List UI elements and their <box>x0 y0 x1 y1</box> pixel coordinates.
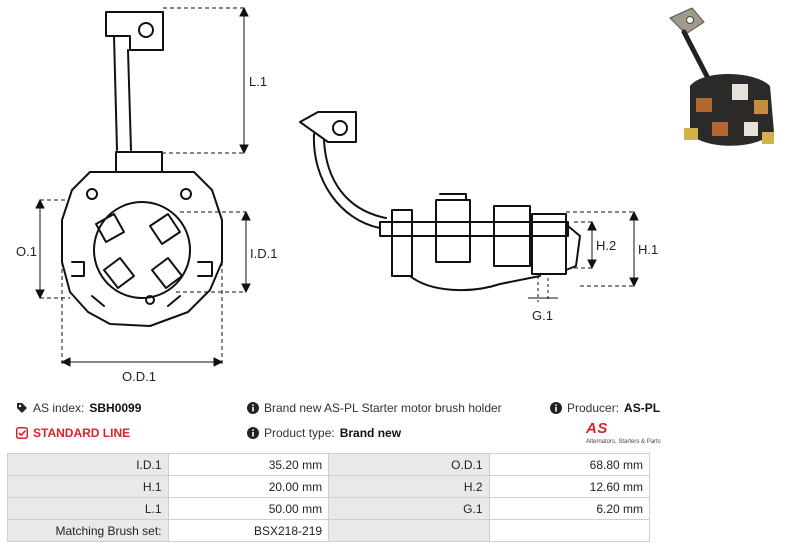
producer: Producer: AS-PL <box>550 401 660 415</box>
spec-key: I.D.1 <box>7 453 169 476</box>
info-icon <box>550 402 562 414</box>
spec-key: Matching Brush set: <box>7 519 169 542</box>
info-icon <box>247 427 259 439</box>
as-index-value: SBH0099 <box>89 401 142 415</box>
table-row: I.D.1 35.20 mm O.D.1 68.80 mm <box>7 453 651 476</box>
spec-value: 35.20 mm <box>167 453 330 476</box>
product-type-value: Brand new <box>339 426 402 440</box>
logo-mark: AS <box>586 420 608 437</box>
product-photo <box>669 7 774 146</box>
as-pl-logo: AS Alternators, Starters & Parts <box>586 420 664 446</box>
spec-value: 12.60 mm <box>488 475 651 498</box>
spec-value: 20.00 mm <box>167 475 330 498</box>
dim-label-id1: I.D.1 <box>250 246 277 261</box>
spec-value: 68.80 mm <box>488 453 651 476</box>
producer-value: AS-PL <box>624 401 661 415</box>
dim-label-h2: H.2 <box>596 238 616 253</box>
as-index: AS index: SBH0099 <box>16 401 141 415</box>
table-row: Matching Brush set: BSX218-219 <box>7 519 651 542</box>
logo-subtitle: Alternators, Starters & Parts <box>586 439 661 445</box>
dim-label-h1: H.1 <box>638 242 658 257</box>
tag-icon <box>17 403 27 413</box>
dim-label-l1: L.1 <box>249 74 267 89</box>
technical-drawing: L.1 O.1 I.D.1 O.D.1 H.1 H.2 G.1 <box>16 6 658 384</box>
checkbox-checked-icon <box>16 427 28 439</box>
standard-line: STANDARD LINE <box>16 426 130 440</box>
standard-line-text: STANDARD LINE <box>33 426 131 440</box>
product-type: Product type: Brand new <box>247 426 401 440</box>
spec-key: H.2 <box>328 475 490 498</box>
dim-label-g1: G.1 <box>532 308 553 323</box>
spec-key: H.1 <box>7 475 169 498</box>
info-icon <box>247 402 259 414</box>
spec-key: G.1 <box>328 497 490 520</box>
spec-key <box>328 519 490 542</box>
table-row: L.1 50.00 mm G.1 6.20 mm <box>7 497 651 520</box>
spec-table: I.D.1 35.20 mm O.D.1 68.80 mm H.1 20.00 … <box>7 453 651 542</box>
spec-key: L.1 <box>7 497 169 520</box>
product-type-label: Product type: <box>264 426 335 440</box>
dim-label-o1: O.1 <box>16 244 37 259</box>
spec-value: 6.20 mm <box>488 497 651 520</box>
table-row: H.1 20.00 mm H.2 12.60 mm <box>7 475 651 498</box>
as-index-label: AS index: <box>33 401 85 415</box>
spec-value <box>488 519 651 542</box>
product-description: Brand new AS-PL Starter motor brush hold… <box>247 401 502 415</box>
dim-label-od1: O.D.1 <box>122 369 156 384</box>
producer-label: Producer: <box>567 401 620 415</box>
description-text: Brand new AS-PL Starter motor brush hold… <box>264 401 502 415</box>
spec-value: 50.00 mm <box>167 497 330 520</box>
spec-key: O.D.1 <box>328 453 490 476</box>
spec-value: BSX218-219 <box>167 519 330 542</box>
